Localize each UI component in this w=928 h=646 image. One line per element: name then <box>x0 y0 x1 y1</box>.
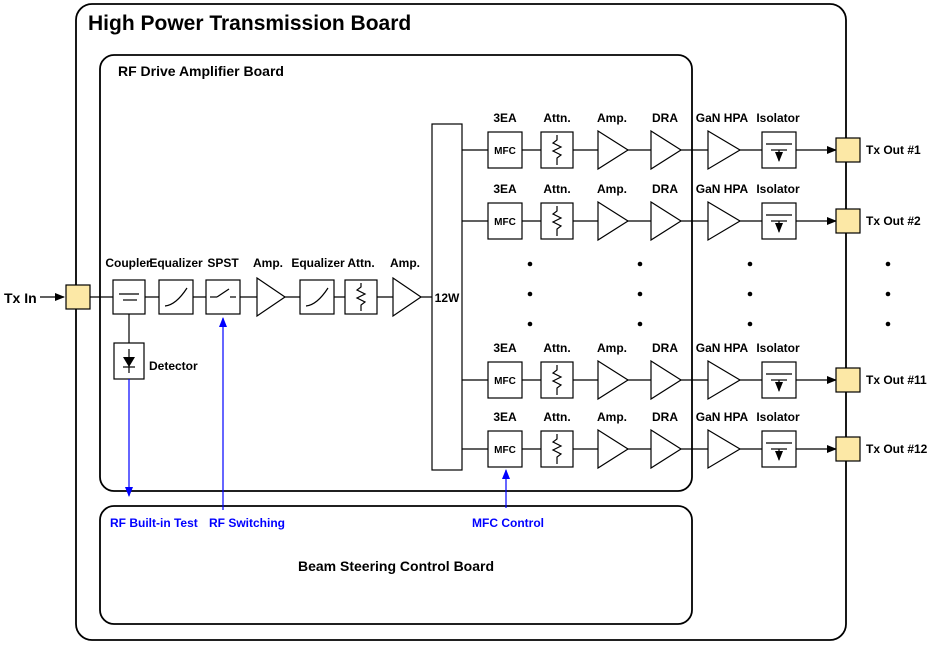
rf-drive-amplifier-board <box>99 54 693 492</box>
gan-hpa-label: GaN HPA <box>696 410 749 424</box>
mfc-control-label: MFC Control <box>472 516 544 530</box>
tea-label: 3EA <box>493 341 517 355</box>
isolator-label: Isolator <box>756 341 800 355</box>
coupler-label: Coupler <box>105 256 151 270</box>
mfc-block <box>487 430 523 468</box>
mfc-label: MFC <box>494 217 516 228</box>
ellipsis-dots <box>527 261 891 327</box>
dra-triangle-icon <box>650 129 683 171</box>
attn-label: Attn. <box>347 256 374 270</box>
attenuator-icon <box>355 283 367 311</box>
dra-triangle-icon <box>650 428 683 470</box>
tx-in-label: Tx In <box>4 290 37 306</box>
channel-attn-label: Attn. <box>543 111 570 125</box>
amp1-label: Amp. <box>253 256 283 270</box>
equalizer2-block <box>299 279 335 315</box>
detector-label: Detector <box>149 359 198 373</box>
channel-amp-label: Amp. <box>597 410 627 424</box>
channel-attn-label: Attn. <box>543 341 570 355</box>
switching-control-label: RF Switching <box>209 516 285 530</box>
dra-label: DRA <box>652 182 678 196</box>
high-power-transmission-board <box>75 3 847 641</box>
gan-hpa-triangle-icon <box>707 200 742 242</box>
outer-board-title: High Power Transmission Board <box>88 12 411 35</box>
attenuator-icon <box>551 135 563 165</box>
dra-label: DRA <box>652 341 678 355</box>
isolator-label: Isolator <box>756 111 800 125</box>
mfc-block <box>487 131 523 169</box>
tea-label: 3EA <box>493 410 517 424</box>
tx-in-port <box>65 284 91 310</box>
gan-hpa-triangle-icon <box>707 428 742 470</box>
diode-icon <box>123 349 135 373</box>
tx-out-port <box>835 137 861 163</box>
attenuator-icon <box>551 434 563 464</box>
tx-out-port <box>835 208 861 234</box>
mfc-label: MFC <box>494 445 516 456</box>
dra-label: DRA <box>652 410 678 424</box>
gan-hpa-label: GaN HPA <box>696 341 749 355</box>
equalizer-curve-icon <box>305 287 329 307</box>
amp2-label: Amp. <box>390 256 420 270</box>
amp1-triangle-icon <box>256 276 287 318</box>
tea-label: 3EA <box>493 111 517 125</box>
equalizer1-block <box>158 279 194 315</box>
svg-text:12W: 12W <box>435 291 460 305</box>
drive-board-title: RF Drive Amplifier Board <box>118 63 284 79</box>
tx-out-label: Tx Out #2 <box>866 214 921 228</box>
dra-label: DRA <box>652 111 678 125</box>
isolator-label: Isolator <box>756 410 800 424</box>
dra-triangle-icon <box>650 359 683 401</box>
attenuator-icon <box>551 365 563 395</box>
tx-out-port <box>835 436 861 462</box>
tx-out-label: Tx Out #1 <box>866 143 921 157</box>
channel-amp-label: Amp. <box>597 182 627 196</box>
tx-out-port <box>835 367 861 393</box>
bit-control-label: RF Built-in Test <box>110 516 198 530</box>
coupler-block <box>112 279 146 315</box>
tea-label: 3EA <box>493 182 517 196</box>
channel-attn-label: Attn. <box>543 182 570 196</box>
gan-hpa-triangle-icon <box>707 359 742 401</box>
channel-amp-label: Amp. <box>597 111 627 125</box>
beam-board-title: Beam Steering Control Board <box>298 558 494 574</box>
channel-amp-triangle-icon <box>597 200 630 242</box>
beam-steering-control-board <box>99 505 693 625</box>
mfc-label: MFC <box>494 376 516 387</box>
mfc-label: MFC <box>494 146 516 157</box>
tx-out-label: Tx Out #12 <box>866 442 928 456</box>
channel-amp-triangle-icon <box>597 428 630 470</box>
channel-attn-label: Attn. <box>543 410 570 424</box>
coupler-icon <box>119 293 139 301</box>
mfc-block <box>487 361 523 399</box>
mfc-block <box>487 202 523 240</box>
equalizer2-label: Equalizer <box>291 256 345 270</box>
equalizer-curve-icon <box>164 287 188 307</box>
gan-hpa-label: GaN HPA <box>696 111 749 125</box>
channel-amp-triangle-icon <box>597 359 630 401</box>
channel-amp-triangle-icon <box>597 129 630 171</box>
amp2-triangle-icon <box>392 276 423 318</box>
dra-triangle-icon <box>650 200 683 242</box>
channel-amp-label: Amp. <box>597 341 627 355</box>
switch-icon <box>210 288 236 298</box>
isolator-label: Isolator <box>756 182 800 196</box>
gan-hpa-label: GaN HPA <box>696 182 749 196</box>
gan-hpa-triangle-icon <box>707 129 742 171</box>
spst-label: SPST <box>207 256 239 270</box>
equalizer1-label: Equalizer <box>149 256 203 270</box>
tx-out-label: Tx Out #11 <box>866 373 927 387</box>
attenuator-icon <box>551 206 563 236</box>
